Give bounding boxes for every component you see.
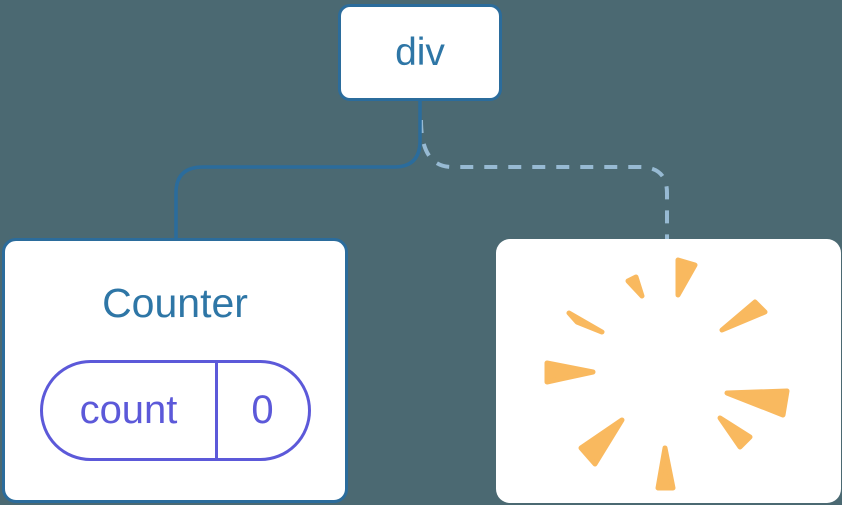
state-value: 0 bbox=[251, 388, 274, 432]
dashed-connector-line bbox=[419, 119, 669, 241]
solid-connector-line bbox=[174, 100, 422, 240]
poof-burst-icon bbox=[544, 257, 790, 491]
state-name: count bbox=[79, 388, 178, 432]
counter-component-card: Counter count 0 bbox=[2, 238, 348, 503]
root-node-div: div bbox=[338, 4, 502, 101]
counter-card-title: Counter bbox=[102, 280, 248, 326]
root-node-label: div bbox=[395, 30, 445, 74]
pill-divider bbox=[214, 363, 218, 458]
removed-component-card bbox=[496, 239, 841, 503]
state-pill: count 0 bbox=[39, 360, 311, 461]
